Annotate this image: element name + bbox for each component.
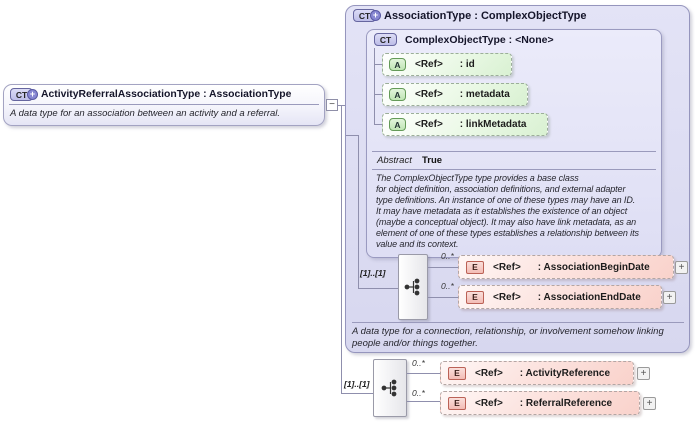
connector-line xyxy=(358,288,398,289)
connector-line xyxy=(374,64,382,65)
connector-line xyxy=(374,124,382,125)
expand-button[interactable]: + xyxy=(675,261,688,274)
connector-line xyxy=(341,105,342,393)
element-icon: E xyxy=(448,366,466,380)
separator xyxy=(372,151,656,152)
connector-line xyxy=(358,135,359,288)
derivation-plus-icon: + xyxy=(370,10,381,21)
facet-label: Abstract xyxy=(377,155,412,166)
sequence-icon xyxy=(404,278,420,296)
expand-button[interactable]: + xyxy=(663,291,676,304)
complex-type-icon: CT + xyxy=(10,88,38,101)
attribute-ref: <Ref> xyxy=(415,59,443,70)
sequence-connector[interactable] xyxy=(398,254,428,320)
element-ref: <Ref> xyxy=(475,367,503,379)
attribute-name: : linkMetadata xyxy=(459,119,527,130)
element-ref: <Ref> xyxy=(493,291,521,303)
type-box-activity-referral-association[interactable] xyxy=(3,84,325,126)
connector-line xyxy=(428,267,458,268)
type-documentation: A data type for a connection, relationsh… xyxy=(352,326,664,349)
connector-line xyxy=(407,373,440,374)
attribute-id[interactable]: A <Ref> : id xyxy=(382,53,512,76)
element-icon: E xyxy=(448,396,466,410)
connector-line xyxy=(374,94,382,95)
complex-type-icon: CT xyxy=(374,33,397,46)
attribute-link-metadata[interactable]: A <Ref> : linkMetadata xyxy=(382,113,548,136)
element-name: : ActivityReference xyxy=(519,367,611,379)
cardinality-label: [1]..[1] xyxy=(360,268,386,278)
attribute-ref: <Ref> xyxy=(415,89,443,100)
attribute-name: : metadata xyxy=(459,89,510,100)
connector-line xyxy=(374,48,375,125)
type-documentation: A data type for an association between a… xyxy=(10,108,281,119)
attribute-name: : id xyxy=(459,59,475,70)
cardinality-label: [1]..[1] xyxy=(344,379,370,389)
attribute-icon: A xyxy=(389,88,406,101)
element-ref: <Ref> xyxy=(475,397,503,409)
type-header: CT ComplexObjectType : <None> xyxy=(374,33,554,46)
element-name: : AssociationBeginDate xyxy=(537,261,650,273)
element-association-begin-date[interactable]: E <Ref> : AssociationBeginDate xyxy=(458,255,674,279)
type-documentation: The ComplexObjectType type provides a ba… xyxy=(376,173,639,249)
occurrence-label: 0..* xyxy=(441,251,454,261)
type-header: CT + AssociationType : ComplexObjectType xyxy=(353,9,587,22)
element-referral-reference[interactable]: E <Ref> : ReferralReference xyxy=(440,391,640,415)
sequence-icon xyxy=(381,379,397,397)
collapse-toggle[interactable]: − xyxy=(326,99,338,111)
facet-value: True xyxy=(422,155,443,166)
element-activity-reference[interactable]: E <Ref> : ActivityReference xyxy=(440,361,634,385)
expand-button[interactable]: + xyxy=(643,397,656,410)
connector-line xyxy=(428,297,458,298)
element-association-end-date[interactable]: E <Ref> : AssociationEndDate xyxy=(458,285,662,309)
derivation-plus-icon: + xyxy=(27,89,38,100)
occurrence-label: 0..* xyxy=(441,281,454,291)
connector-line xyxy=(407,401,440,402)
element-icon: E xyxy=(466,260,484,274)
occurrence-label: 0..* xyxy=(412,358,425,368)
element-name: : ReferralReference xyxy=(519,397,613,409)
attribute-ref: <Ref> xyxy=(415,119,443,130)
occurrence-label: 0..* xyxy=(412,388,425,398)
separator xyxy=(9,104,319,105)
connector-line xyxy=(341,393,373,394)
element-icon: E xyxy=(466,290,484,304)
separator xyxy=(352,322,684,323)
attribute-metadata[interactable]: A <Ref> : metadata xyxy=(382,83,528,106)
type-header: CT + ActivityReferralAssociationType : A… xyxy=(10,88,291,101)
element-name: : AssociationEndDate xyxy=(537,291,641,303)
expand-button[interactable]: + xyxy=(637,367,650,380)
attribute-icon: A xyxy=(389,118,406,131)
type-title: ActivityReferralAssociationType : Associ… xyxy=(41,89,292,100)
connector-line xyxy=(346,135,358,136)
sequence-connector[interactable] xyxy=(373,359,407,417)
complex-type-icon: CT + xyxy=(353,9,381,22)
type-title: ComplexObjectType : <None> xyxy=(405,33,554,46)
type-title: AssociationType : ComplexObjectType xyxy=(384,9,587,22)
attribute-icon: A xyxy=(389,58,406,71)
separator xyxy=(372,169,656,170)
element-ref: <Ref> xyxy=(493,261,521,273)
